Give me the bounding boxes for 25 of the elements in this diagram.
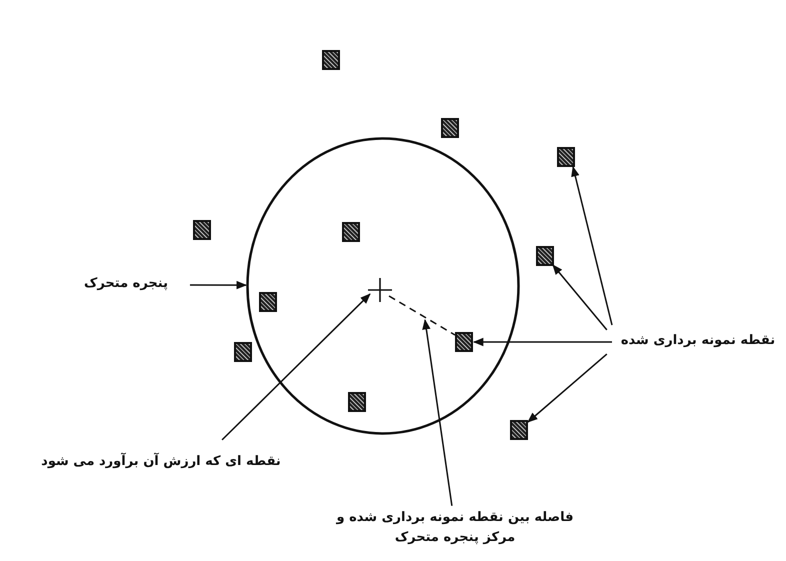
arrow (190, 280, 248, 290)
sample-point-marker (259, 292, 277, 312)
callout-label: نقطه نمونه برداری شده (612, 331, 784, 353)
sample-point-marker (510, 420, 528, 440)
sample-point-marker (441, 118, 459, 138)
sample-point-marker (348, 392, 366, 412)
callout-label: پنجره متحرک (66, 274, 186, 296)
cross-mark (368, 278, 392, 302)
sample-point-marker (455, 332, 473, 352)
sample-point-marker (342, 222, 360, 242)
arrow (552, 264, 608, 330)
sample-point-marker (234, 342, 252, 362)
dashed-line (388, 295, 456, 336)
arrow (472, 338, 612, 346)
sample-point-marker (536, 246, 554, 266)
sample-point-marker (557, 147, 575, 167)
moving-window-circle (246, 137, 520, 435)
sample-point-marker (193, 220, 211, 240)
callout-label: فاصله بین نقطه نمونه برداری شده و مرکز پنجره متحرک (336, 508, 574, 552)
arrow (222, 293, 371, 440)
sample-point-marker (322, 50, 340, 70)
arrow (422, 318, 453, 506)
arrow (527, 354, 608, 423)
arrow (571, 166, 613, 326)
callout-label: نقطه ای که ارزش آن برآورد می شود (30, 452, 292, 474)
